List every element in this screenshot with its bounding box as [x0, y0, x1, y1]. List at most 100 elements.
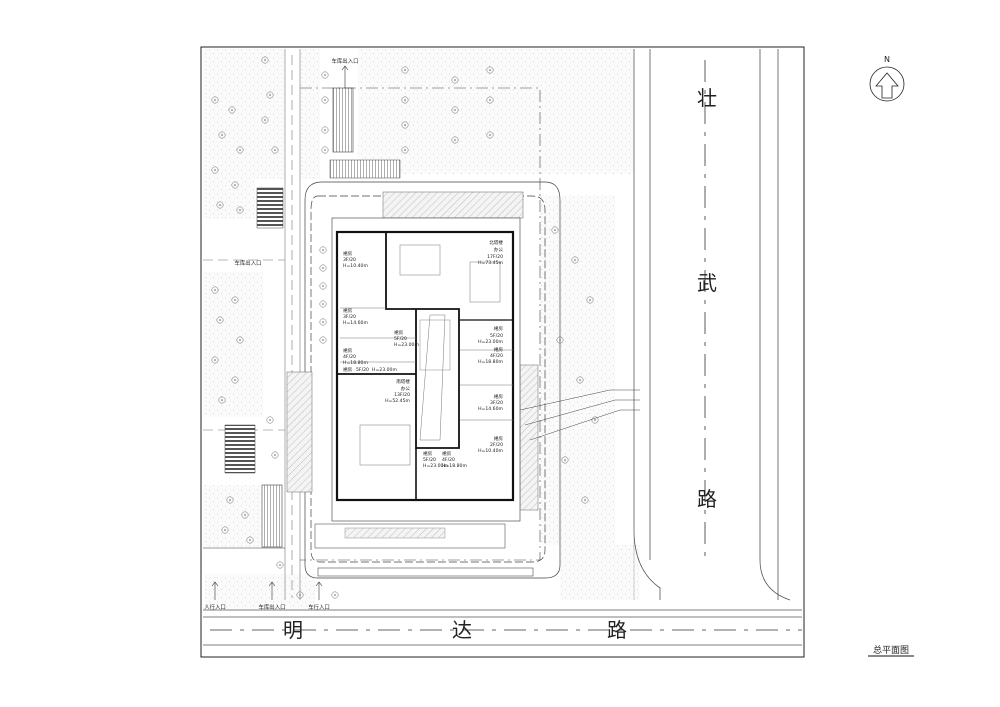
tree-symbol	[296, 591, 304, 599]
tree-trunk	[219, 319, 221, 321]
tree-trunk	[334, 594, 336, 596]
tree-symbol	[218, 396, 226, 404]
bldg-s1-height: H=23.00m	[423, 463, 448, 469]
tree-symbol	[561, 456, 569, 464]
bldg-nw-height: H=10.40m	[343, 263, 368, 269]
bldg-w2-floors: 4F/20	[343, 354, 356, 360]
tree-trunk	[322, 339, 324, 341]
tree-trunk	[322, 303, 324, 305]
tree-trunk	[234, 379, 236, 381]
bldg-north-tower-name2: 办公	[494, 246, 504, 253]
bldg-w2-name: 裙房	[343, 347, 353, 354]
tree-symbol	[321, 126, 329, 134]
tree-trunk	[324, 149, 326, 151]
road-south-char-2: 达	[452, 618, 472, 642]
tree-symbol	[321, 146, 329, 154]
road-east-char-3: 路	[697, 487, 717, 511]
tree-symbol	[401, 96, 409, 104]
tree-trunk	[324, 74, 326, 76]
tree-symbol	[218, 131, 226, 139]
tree-symbol	[228, 106, 236, 114]
tree-symbol	[236, 206, 244, 214]
site-boundary	[300, 87, 541, 561]
bldg-e3-height: H=14.60m	[478, 406, 503, 412]
drawing-title: 总平面图	[873, 644, 909, 656]
bldg-south-tower-name: 南塔楼	[396, 378, 410, 385]
tree-trunk	[239, 149, 241, 151]
tree-trunk	[219, 204, 221, 206]
bldg-south-tower-height: H=52.45m	[385, 398, 410, 404]
tree-symbol	[236, 146, 244, 154]
south-road	[203, 609, 802, 646]
north-plaza	[382, 191, 524, 219]
west-road	[203, 49, 301, 600]
tree-trunk	[234, 184, 236, 186]
tree-symbol	[451, 136, 459, 144]
bldg-nw-floors: 3F/20	[343, 257, 356, 263]
tree-trunk	[239, 209, 241, 211]
tree-symbol	[211, 166, 219, 174]
bldg-e4-name: 裙房	[494, 435, 504, 442]
tree-trunk	[324, 129, 326, 131]
tree-trunk	[454, 79, 456, 81]
bldg-s2-height: H=18.80m	[442, 463, 467, 469]
road-east-char-1: 壮	[697, 86, 717, 110]
tree-symbol	[576, 376, 584, 384]
entrance-pedestrian: 人行入口	[204, 603, 226, 611]
fire-lane	[304, 181, 561, 579]
trees	[211, 56, 599, 599]
tree-trunk	[264, 119, 266, 121]
tree-trunk	[299, 594, 301, 596]
tree-symbol	[216, 316, 224, 324]
tree-symbol	[451, 76, 459, 84]
tree-trunk	[322, 321, 324, 323]
tree-symbol	[319, 318, 327, 326]
entrance-garage-west: 车库出入口	[235, 259, 262, 267]
tree-symbol	[401, 121, 409, 129]
entrance-garage-south: 车库出入口	[259, 603, 286, 611]
tree-trunk	[239, 339, 241, 341]
north-label: N	[884, 55, 890, 64]
bldg-s2-name: 裙房	[442, 450, 452, 457]
tree-trunk	[269, 94, 271, 96]
tree-symbol	[321, 96, 329, 104]
tree-symbol	[486, 96, 494, 104]
tree-trunk	[231, 109, 233, 111]
tree-trunk	[214, 169, 216, 171]
tree-symbol	[271, 146, 279, 154]
bldg-w1-name: 裙房	[343, 307, 353, 314]
tree-trunk	[594, 419, 596, 421]
bldg-e3-name: 裙房	[494, 393, 504, 400]
tree-trunk	[554, 229, 556, 231]
bldg-e2-floors: 4F/20	[490, 353, 503, 359]
tree-symbol	[571, 256, 579, 264]
tree-trunk	[324, 99, 326, 101]
bldg-e4-floors: 2F/20	[490, 442, 503, 448]
bldg-north-tower-name: 北塔楼	[489, 239, 503, 246]
bldg-e1-name: 裙房	[494, 325, 504, 332]
tree-trunk	[574, 259, 576, 261]
tree-trunk	[489, 134, 491, 136]
tree-symbol	[319, 246, 327, 254]
tree-symbol	[246, 536, 254, 544]
tree-symbol	[486, 131, 494, 139]
tree-trunk	[404, 69, 406, 71]
tree-trunk	[404, 149, 406, 151]
tree-symbol	[586, 296, 594, 304]
tree-trunk	[404, 124, 406, 126]
tree-symbol	[211, 286, 219, 294]
tree-trunk	[229, 499, 231, 501]
tree-trunk	[221, 134, 223, 136]
tree-trunk	[454, 139, 456, 141]
tree-trunk	[454, 109, 456, 111]
tree-symbol	[231, 296, 239, 304]
tree-symbol	[231, 181, 239, 189]
east-plaza	[519, 364, 539, 511]
ramp-west	[261, 484, 283, 548]
tree-symbol	[319, 300, 327, 308]
bldg-s1-name: 裙房	[423, 450, 433, 457]
landscape-zones	[203, 49, 640, 609]
tree-trunk	[234, 299, 236, 301]
tree-symbol	[261, 116, 269, 124]
bldg-c1-name: 裙房	[394, 329, 404, 336]
